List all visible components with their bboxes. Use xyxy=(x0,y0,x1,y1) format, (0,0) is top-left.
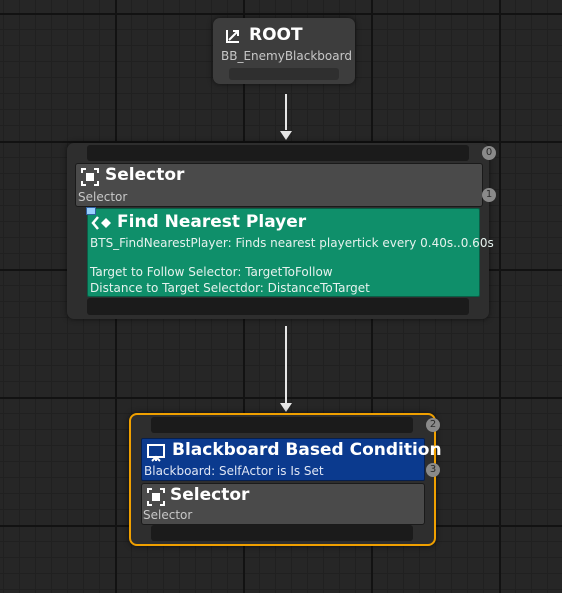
selector-icon xyxy=(80,167,100,187)
sub-selector-header[interactable]: Selector Selector xyxy=(141,483,425,525)
selector-outer-index-badge: 0 xyxy=(482,146,496,160)
service-param-target: Target to Follow Selector: TargetToFollo… xyxy=(90,265,333,279)
sub-selector-index-badge: 3 xyxy=(426,463,440,477)
service-find-nearest-player[interactable]: Find Nearest Player BTS_FindNearestPlaye… xyxy=(86,207,494,297)
selector-output-pin[interactable] xyxy=(87,298,469,315)
connection-arrow-head xyxy=(280,131,292,140)
connection-wire xyxy=(285,94,287,130)
service-title: Find Nearest Player xyxy=(117,212,307,232)
selector-title: Selector xyxy=(105,165,185,185)
root-icon xyxy=(223,26,243,46)
decorator-title: Blackboard Based Condition xyxy=(172,440,442,460)
root-node[interactable]: ROOT BB_EnemyBlackboard xyxy=(213,18,355,84)
service-description: BTS_FindNearestPlayer: Finds nearest pla… xyxy=(90,236,494,250)
service-icon xyxy=(91,214,113,232)
decorator-subtitle: Blackboard: SelfActor is Is Set xyxy=(144,464,324,478)
selector-header[interactable]: Selector Selector xyxy=(75,163,483,207)
root-output-pin[interactable] xyxy=(229,68,339,80)
service-param-distance: Distance to Target Selectdor: DistanceTo… xyxy=(90,281,370,295)
root-title: ROOT xyxy=(249,25,303,45)
selector-subtitle: Selector xyxy=(78,190,128,204)
sub-selector-input-pin[interactable] xyxy=(151,417,413,433)
sub-selector-node[interactable]: 2 Blackboard Based Condition Blackboard:… xyxy=(129,413,442,546)
connection-arrow-head xyxy=(280,403,292,412)
sub-selector-title: Selector xyxy=(170,485,250,505)
selector-index-badge: 1 xyxy=(482,188,496,202)
selector-node[interactable]: 0 Selector Selector 1 Find Nearest Playe… xyxy=(67,143,496,319)
sub-selector-outer-index-badge: 2 xyxy=(426,418,440,432)
sub-selector-subtitle: Selector xyxy=(143,508,193,522)
sub-selector-output-pin[interactable] xyxy=(151,525,413,541)
decorator-blackboard-condition[interactable]: Blackboard Based Condition Blackboard: S… xyxy=(141,438,442,481)
selector-icon xyxy=(146,487,166,507)
selector-input-pin[interactable] xyxy=(87,145,469,161)
root-subtitle: BB_EnemyBlackboard xyxy=(221,49,352,63)
blackboard-icon xyxy=(146,443,166,463)
service-marker-icon xyxy=(86,207,96,215)
connection-wire xyxy=(285,326,287,403)
